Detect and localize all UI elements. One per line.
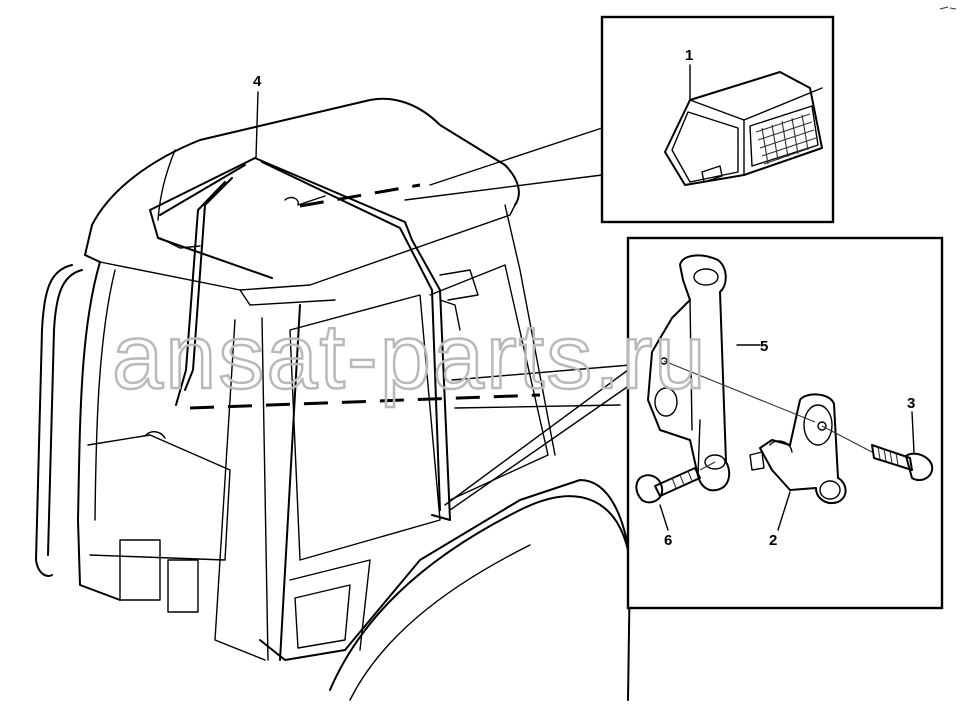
wiring-harness: [149, 157, 451, 521]
connector-dash-lines: [189, 183, 541, 410]
callout-6: 6: [664, 532, 672, 549]
interior-lamp-icon: [664, 71, 823, 186]
leader-lines: [404, 127, 631, 511]
cab-body: [35, 97, 631, 701]
callout-1: 1: [685, 47, 693, 64]
callout-numbers: 1 4 5 3 6 2: [253, 47, 915, 549]
callout-5: 5: [760, 338, 768, 355]
bolt-3-icon: [871, 444, 934, 482]
corner-mark-icon: [939, 6, 957, 10]
detail-box-lamp: [600, 15, 835, 224]
callout-2: 2: [769, 532, 777, 549]
door-switch-icon: [749, 393, 847, 504]
callout-3: 3: [907, 395, 915, 412]
bolt-6-icon: [635, 467, 701, 504]
callout-4: 4: [253, 73, 262, 90]
watermark-text: ansat-parts.ru: [112, 306, 708, 408]
detail-box-switch: [626, 236, 944, 610]
